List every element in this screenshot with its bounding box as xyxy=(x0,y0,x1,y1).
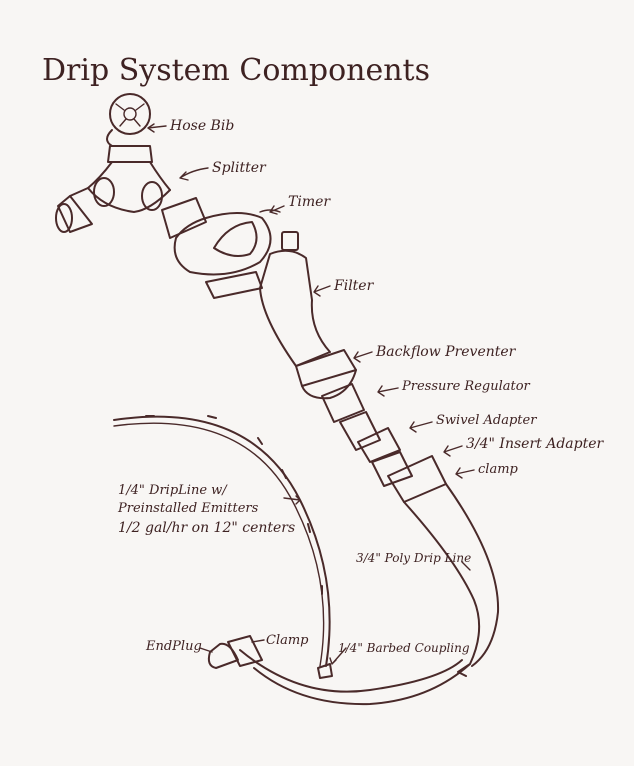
barbed-coupling-drawing xyxy=(317,663,333,679)
label-backflow-preventer: Backflow Preventer xyxy=(375,344,517,360)
hose-bib-drawing xyxy=(106,93,153,163)
filter-drawing xyxy=(205,231,331,367)
label-filter: Filter xyxy=(333,278,375,294)
leader-arrows xyxy=(147,123,475,665)
label-clamp-upper: clamp xyxy=(478,462,519,477)
label-timer: Timer xyxy=(288,194,331,210)
poly-line-inner-edge xyxy=(239,649,463,693)
emitter-marks xyxy=(145,415,323,595)
backflow-preventer-drawing xyxy=(295,349,357,400)
insert-adapter-drawing xyxy=(371,451,447,503)
label-clamp-lower: Clamp xyxy=(266,633,309,648)
splitter-drawing xyxy=(55,161,207,239)
label-pressure-regulator: Pressure Regulator xyxy=(401,379,531,394)
label-dripline-3: 1/2 gal/hr on 12" centers xyxy=(118,520,295,536)
swivel-adapter-drawing xyxy=(339,411,401,463)
page-title: Drip System Components xyxy=(42,53,430,88)
label-insert-adapter: 3/4" Insert Adapter xyxy=(466,436,604,452)
quarter-dripline-drawing xyxy=(113,415,331,667)
label-poly-drip-line: 3/4" Poly Drip Line xyxy=(356,551,471,565)
label-end-plug: EndPlug xyxy=(145,639,202,654)
quarter-dripline-edge xyxy=(113,422,325,667)
end-plug-drawing xyxy=(207,635,263,669)
label-dripline-2: Preinstalled Emitters xyxy=(117,501,259,516)
label-swivel-adapter: Swivel Adapter xyxy=(436,413,537,428)
label-dripline-1: 1/4" DripLine w/ xyxy=(118,483,228,498)
label-hose-bib: Hose Bib xyxy=(169,118,234,134)
pressure-regulator-drawing xyxy=(321,383,365,423)
label-barbed-coupling: 1/4" Barbed Coupling xyxy=(338,641,470,655)
label-splitter: Splitter xyxy=(212,160,267,176)
poly-drip-line-drawing xyxy=(253,483,500,706)
timer-drawing xyxy=(173,209,281,276)
